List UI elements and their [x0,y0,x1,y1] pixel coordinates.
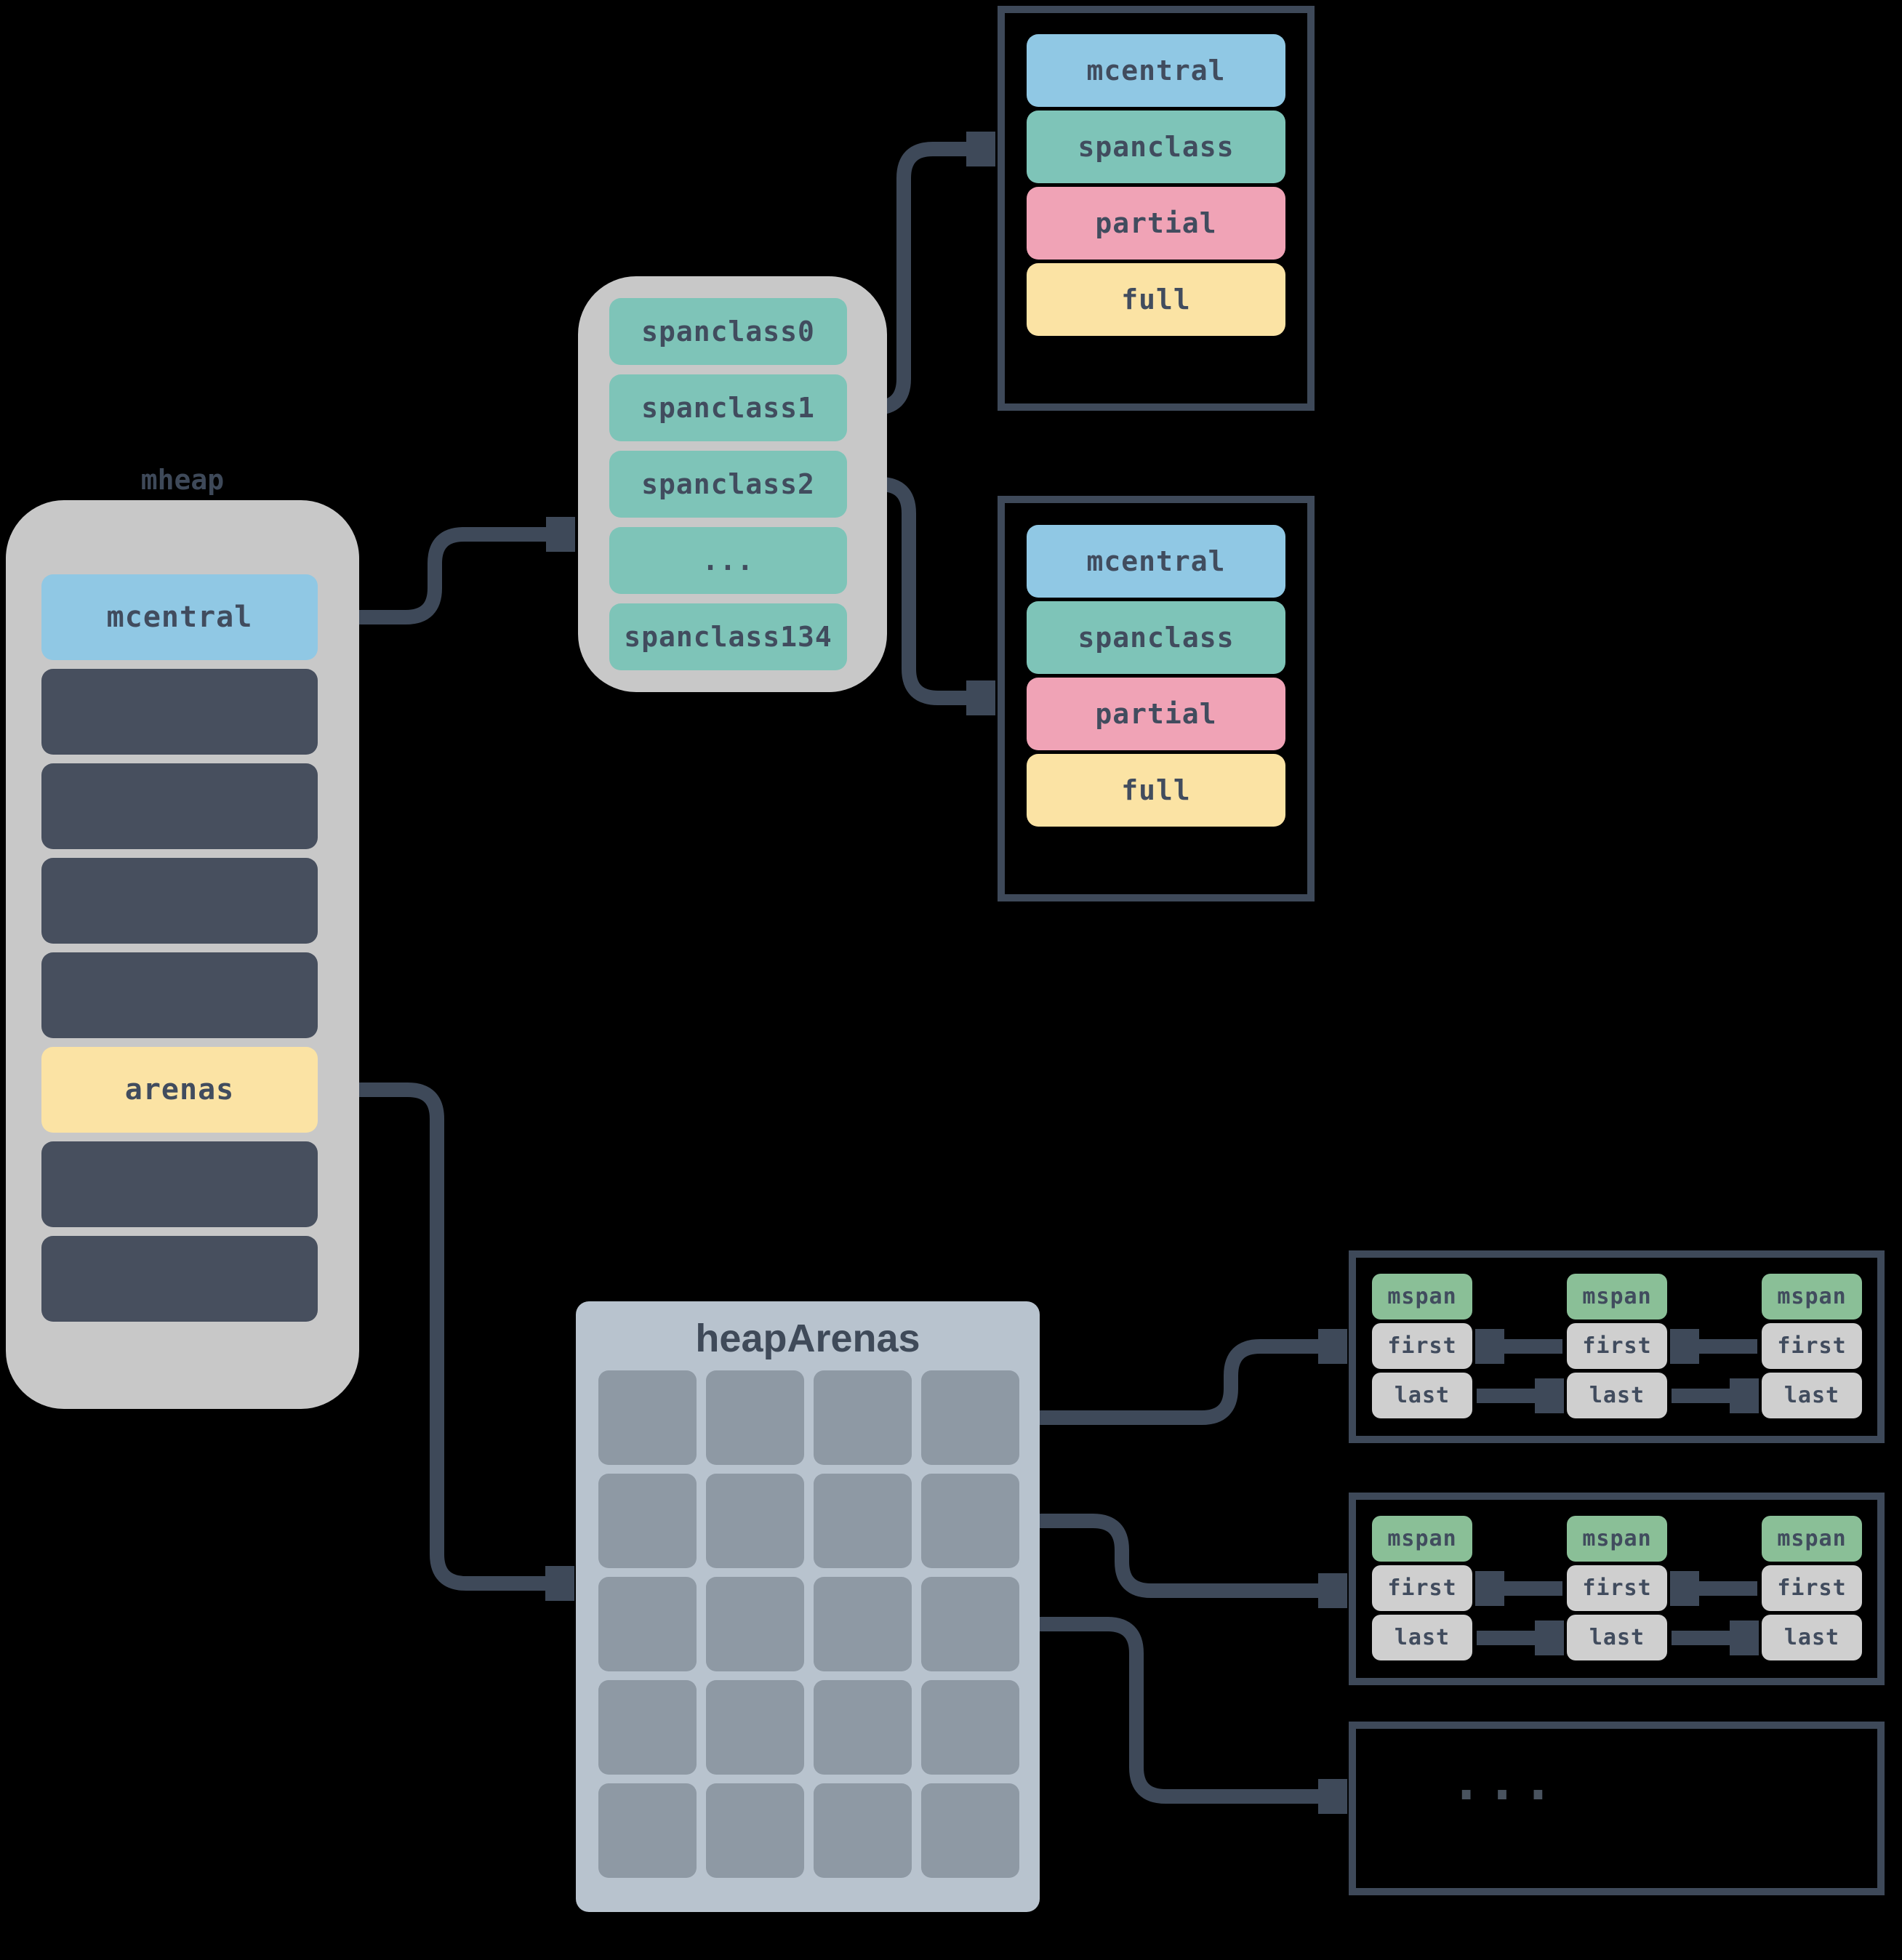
mspan-first-field: first [1762,1565,1862,1611]
spanclass-list-item: spanclass0 [609,298,847,365]
mheap-row-field [41,1141,318,1227]
heap-arena-cell [814,1783,912,1878]
heap-arena-cell [814,1577,912,1671]
mcentral-box1-row-partial: partial [1027,187,1285,260]
mspan-group-box-2 [1349,1493,1885,1685]
heap-arena-cell [598,1577,697,1671]
mspan-first-field: first [1372,1565,1472,1611]
mcentral-box1-row-mcentral: mcentral [1027,34,1285,107]
heap-arena-cell [706,1783,804,1878]
mspan-header: mspan [1372,1274,1472,1320]
mspan-group-box-1 [1349,1250,1885,1443]
spanclass-list-item: spanclass2 [609,451,847,518]
heap-arena-cell [814,1370,912,1465]
ellipsis-box [1349,1722,1885,1895]
heaparenas-title: heapArenas [695,1317,920,1360]
mheap-row-arenas: arenas [41,1047,318,1133]
heap-arena-cell [598,1370,697,1465]
mspan-first-field: first [1762,1323,1862,1369]
ellipsis-label: ... [1450,1751,1559,1812]
mspan-header: mspan [1567,1516,1667,1562]
mheap-row-field [41,669,318,755]
heap-arena-cell [921,1783,1019,1878]
mspan-header: mspan [1372,1516,1472,1562]
mheap-row-mcentral: mcentral [41,574,318,660]
mcentral-box1-row-full: full [1027,263,1285,336]
heap-arena-cell [706,1680,804,1775]
mheap-row-field [41,952,318,1038]
heap-arena-cell [921,1474,1019,1568]
heap-arena-cell [921,1370,1019,1465]
mcentral-box2-row-full: full [1027,754,1285,827]
mspan-header: mspan [1762,1274,1862,1320]
mspan-first-field: first [1567,1323,1667,1369]
heap-arena-cell [921,1680,1019,1775]
mspan-first-field: first [1567,1565,1667,1611]
mheap-row-field [41,1236,318,1322]
heap-arena-cell [814,1680,912,1775]
heap-arena-cell [598,1680,697,1775]
mspan-last-field: last [1567,1373,1667,1418]
mcentral-box1-row-spanclass: spanclass [1027,111,1285,183]
mcentral-detail-box-1 [998,6,1315,411]
heap-arena-cell [814,1474,912,1568]
arrow-arena-row2-to-mspan-group-2 [1019,1514,1341,1591]
spanclass-list-item: spanclass134 [609,603,847,670]
mspan-last-field: last [1567,1615,1667,1660]
spanclass-list-item: spanclass1 [609,374,847,441]
mcentral-box2-row-mcentral: mcentral [1027,525,1285,598]
mcentral-box2-row-partial: partial [1027,678,1285,750]
heap-arena-cell [598,1474,697,1568]
heap-arena-cell [921,1577,1019,1671]
mcentral-detail-box-2 [998,496,1315,901]
heap-arena-cell [598,1783,697,1878]
mheap-row-field [41,858,318,944]
arrow-arena-row1-to-mspan-group-1 [1019,1346,1341,1425]
mheap-title: mheap [140,464,225,496]
mspan-header: mspan [1762,1516,1862,1562]
mspan-last-field: last [1762,1373,1862,1418]
heap-arena-cell [706,1577,804,1671]
mspan-first-field: first [1372,1323,1472,1369]
spanclass-list-ellipsis: ... [609,527,847,594]
mspan-last-field: last [1372,1615,1472,1660]
heap-arena-cell [706,1474,804,1568]
mheap-container: mcentral arenas [6,500,359,1409]
mspan-last-field: last [1372,1373,1472,1418]
mcentral-box2-row-spanclass: spanclass [1027,601,1285,674]
mheap-row-field [41,763,318,849]
mspan-last-field: last [1762,1615,1862,1660]
heap-arena-cell [706,1370,804,1465]
spanclass-list-container: spanclass0 spanclass1 spanclass2 ... spa… [578,276,887,692]
arrow-arena-row3-to-ellipsis-box [1019,1617,1341,1796]
mspan-header: mspan [1567,1274,1667,1320]
